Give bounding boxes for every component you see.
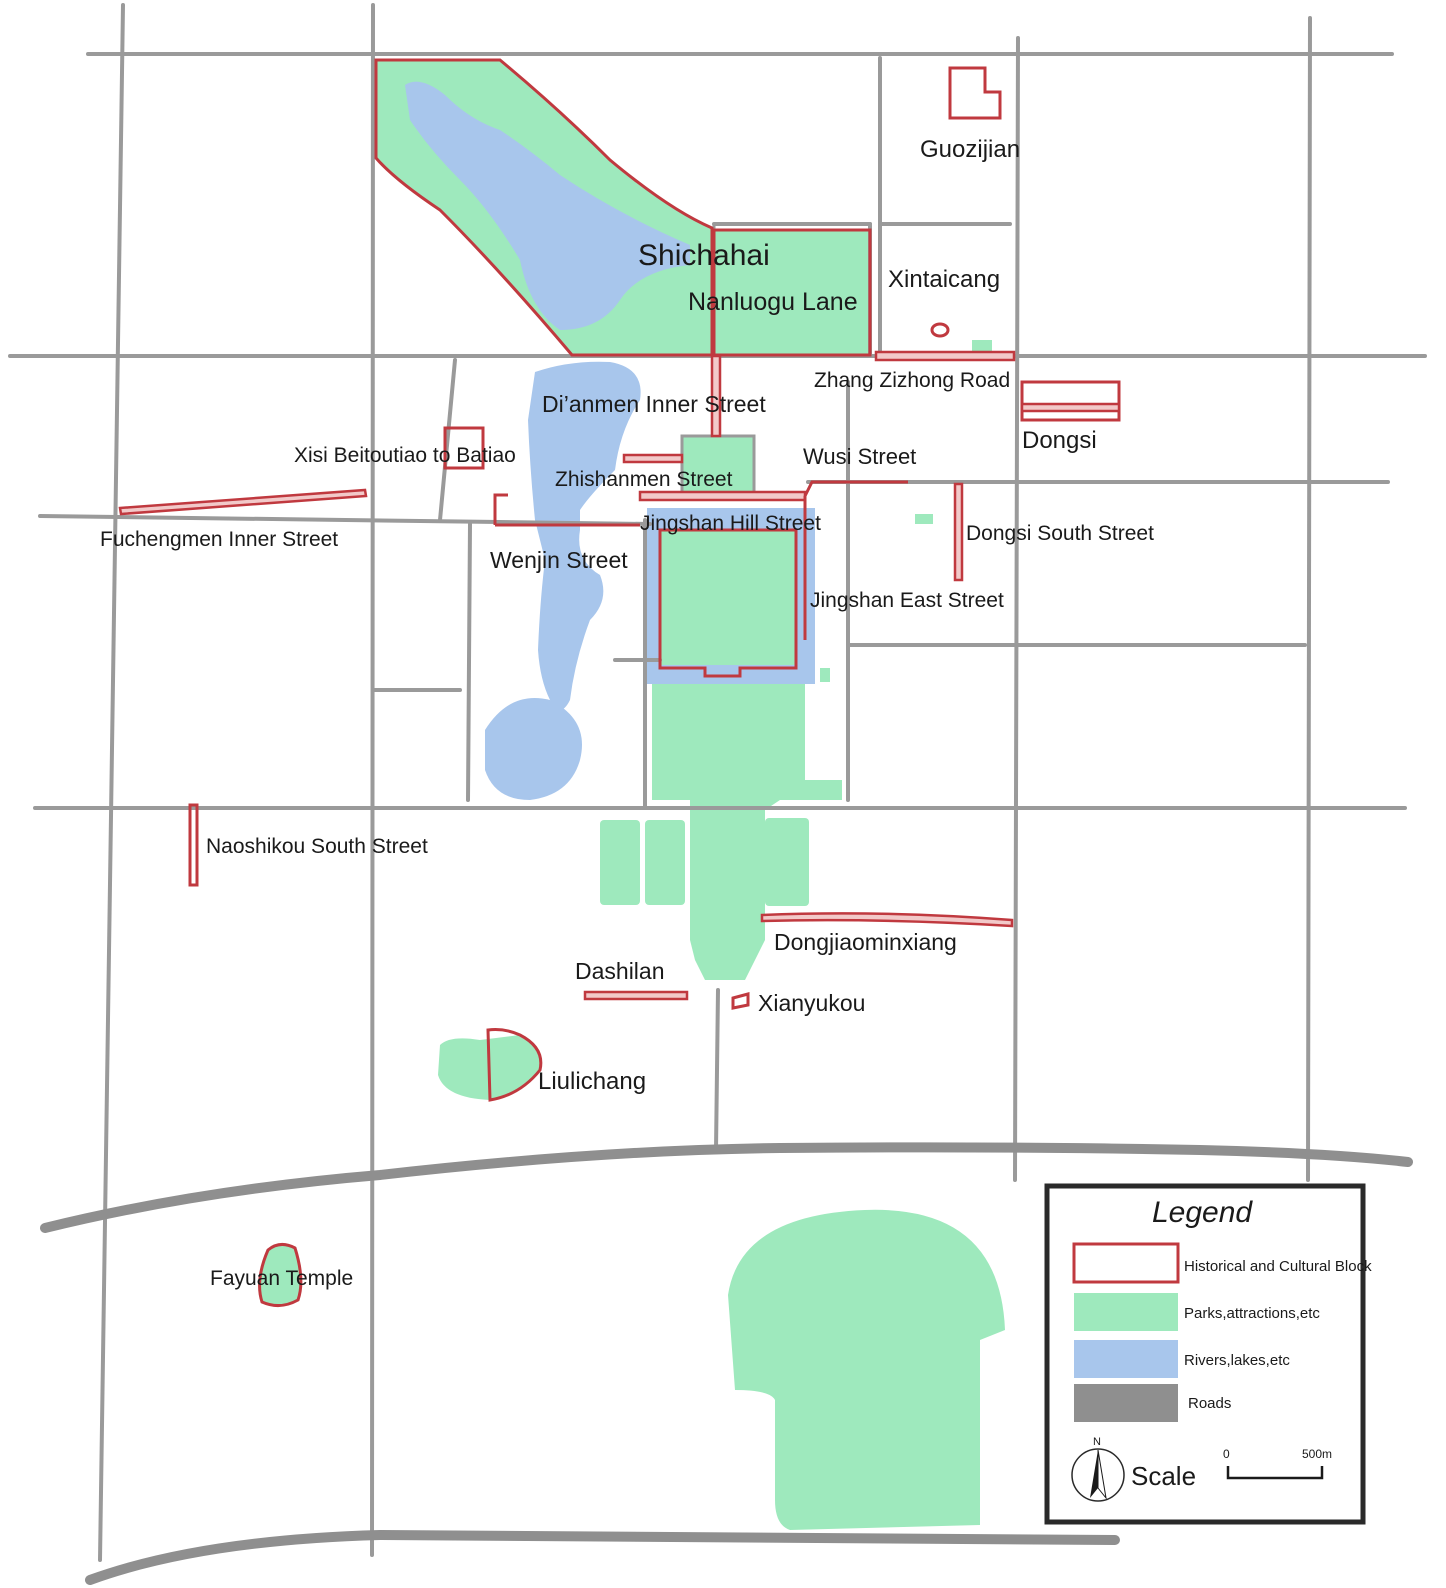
legend-swatch-water (1074, 1340, 1178, 1378)
shichahai-lake (405, 81, 690, 331)
label-xintaicang: Xintaicang (888, 266, 1000, 293)
legend-label-block: Historical and Cultural Block (1184, 1258, 1372, 1275)
label-dongsi-south: Dongsi South Street (966, 522, 1154, 545)
dongsi-south-block (953, 482, 964, 582)
dongsi-block (1020, 380, 1121, 422)
legend-title: Legend (1152, 1196, 1253, 1229)
labels-layer: Guozijian Shichahai Nanluogu Lane Xintai… (100, 136, 1154, 1290)
north-arrow-icon (1071, 1448, 1125, 1502)
park-west-1 (600, 820, 640, 905)
liulichang-block (486, 1028, 543, 1102)
label-nanluogu: Nanluogu Lane (688, 288, 858, 316)
guozijian-block (948, 66, 1002, 120)
label-fuchengmen: Fuchengmen Inner Street (100, 528, 338, 551)
label-dianmen: Di’anmen Inner Street (542, 391, 766, 417)
park-east-1 (765, 818, 809, 906)
legend-label-road: Roads (1188, 1395, 1231, 1412)
palace-inner (660, 530, 796, 665)
scale-start: 0 (1223, 1447, 1230, 1461)
label-naoshikou: Naoshikou South Street (206, 835, 428, 858)
zhang-zizhong-block (874, 350, 1016, 362)
south-road (85, 1529, 1120, 1585)
dianmen-block (710, 354, 722, 438)
wenjin-block (493, 493, 640, 527)
legend-label-park: Parks,attractions,etc (1184, 1305, 1320, 1322)
dongsi-strip (1020, 402, 1121, 413)
legend: Legend Historical and Cultural Block Par… (1044, 1183, 1372, 1525)
legend-swatch-block (1072, 1242, 1180, 1284)
wusi-block (803, 480, 908, 497)
temple-of-heaven-park (728, 1209, 1005, 1530)
jingshan-hill-block (638, 490, 807, 502)
fayuan-park (259, 1244, 301, 1306)
naoshikou-block (188, 803, 199, 887)
label-liulichang: Liulichang (538, 1068, 646, 1095)
park-west-2 (645, 820, 685, 905)
blocks-layer (118, 58, 1121, 1307)
nanluogu-park (714, 230, 870, 355)
legend-label-water: Rivers,lakes,etc (1184, 1352, 1290, 1369)
fayuan-block (258, 1243, 303, 1307)
scale-end: 500m (1302, 1447, 1332, 1461)
dashilan-block (583, 990, 689, 1001)
label-fayuan: Fayuan Temple (210, 1267, 353, 1290)
small-park-1 (820, 668, 830, 682)
zhonghai-lake (485, 698, 582, 800)
north-label: N (1093, 1436, 1101, 1448)
xianyukou-block (731, 992, 750, 1010)
dongjiaominxiang-block (760, 912, 1014, 928)
legend-swatch-road (1074, 1384, 1178, 1422)
label-dashilan: Dashilan (575, 958, 665, 984)
label-xianyukou: Xianyukou (758, 990, 865, 1016)
legend-swatch-park (1074, 1293, 1178, 1331)
scale-label: Scale (1131, 1461, 1196, 1491)
dianmen-park (682, 436, 754, 496)
small-park-2 (915, 514, 933, 524)
label-guozijian: Guozijian (920, 136, 1020, 163)
label-zhishanmen: Zhishanmen Street (555, 468, 733, 491)
roads-layer (8, 3, 1427, 1585)
xisi-block (443, 426, 485, 470)
label-jingshan-hill: Jingshan Hill Street (640, 512, 821, 535)
label-zhang-zizhong: Zhang Zizhong Road (814, 369, 1010, 392)
label-wusi: Wusi Street (803, 444, 916, 469)
label-dongjiaominxiang: Dongjiaominxiang (774, 929, 957, 955)
zhishanmen-block (622, 453, 684, 464)
label-jingshan-east: Jingshan East Street (810, 589, 1004, 612)
beihai-lake (528, 361, 641, 710)
scale-bar (1226, 1466, 1324, 1480)
label-xisi: Xisi Beitoutiao to Batiao (294, 444, 516, 467)
label-dongsi: Dongsi (1022, 427, 1097, 454)
label-wenjin: Wenjin Street (490, 547, 628, 573)
nanluogu-block (712, 228, 872, 357)
label-shichahai: Shichahai (638, 239, 770, 272)
small-park-3 (972, 340, 992, 352)
fuchengmen-block (118, 488, 368, 516)
water-layer (405, 81, 815, 800)
ring-road (40, 1142, 1413, 1233)
palace-outline (658, 528, 798, 678)
xintaicang-block (930, 322, 950, 338)
